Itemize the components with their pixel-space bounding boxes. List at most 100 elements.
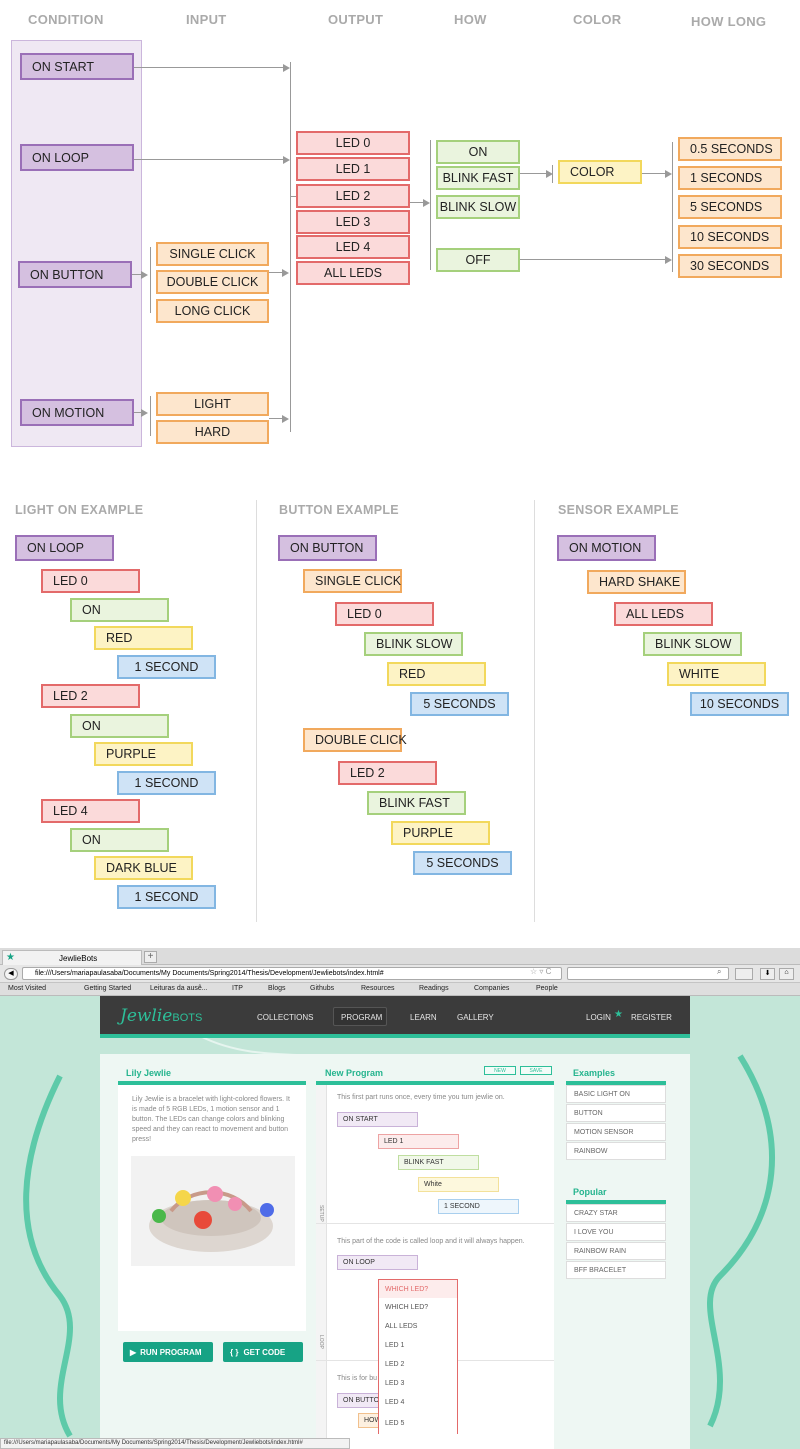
- block-white[interactable]: White: [418, 1177, 499, 1192]
- light-ex-dark-blue: DARK BLUE: [94, 856, 193, 880]
- light-ex-purple: PURPLE: [94, 742, 193, 766]
- popular-i-love-you[interactable]: I LOVE YOU: [566, 1223, 666, 1241]
- connector: [134, 159, 284, 160]
- button-ex-led-2: LED 2: [338, 761, 437, 785]
- search-input[interactable]: [567, 967, 729, 980]
- block-on-start[interactable]: ON START: [337, 1112, 418, 1127]
- connector: [552, 165, 553, 183]
- output-all-leds: ALL LEDS: [296, 261, 410, 285]
- save-button[interactable]: SAVE: [520, 1066, 552, 1075]
- example-rainbow[interactable]: RAINBOW: [566, 1142, 666, 1160]
- connector: [642, 173, 666, 174]
- dropdown-option[interactable]: WHICH LED?: [378, 1298, 458, 1317]
- block-blink-fast[interactable]: BLINK FAST: [398, 1155, 479, 1170]
- bookmark-item[interactable]: Resources: [361, 985, 395, 992]
- button-ex-red: RED: [387, 662, 486, 686]
- back-icon[interactable]: ◀: [4, 968, 18, 980]
- bookmark-item[interactable]: Leituras da ausê...: [150, 985, 208, 992]
- light-ex-on: ON: [70, 598, 169, 622]
- connector: [132, 274, 142, 275]
- dropdown-option[interactable]: LED 3: [378, 1374, 458, 1393]
- connector: [134, 67, 284, 68]
- header-how: HOW: [454, 12, 487, 27]
- bookmark-item[interactable]: Most Visited: [8, 985, 46, 992]
- search-icon[interactable]: ⌕: [717, 967, 722, 976]
- register-link[interactable]: REGISTER: [631, 1013, 672, 1022]
- bookmark-item[interactable]: Blogs: [268, 985, 286, 992]
- arrow: [282, 269, 289, 277]
- example-divider: [256, 500, 257, 922]
- new-button[interactable]: NEW: [484, 1066, 516, 1075]
- teal-rule: [566, 1200, 666, 1204]
- url-input[interactable]: file:///Users/mariapaulasaba/Documents/M…: [22, 967, 562, 980]
- example-button[interactable]: BUTTON: [566, 1104, 666, 1122]
- browser-tab[interactable]: ★ JewlieBots: [2, 950, 142, 965]
- dropdown-option[interactable]: LED 4: [378, 1393, 458, 1412]
- nav-learn[interactable]: LEARN: [410, 1013, 437, 1022]
- bookmark-star-icon[interactable]: ☆ ▿ C: [530, 967, 552, 976]
- button-ex-5-seconds: 5 SECONDS: [413, 851, 512, 875]
- arrow: [423, 199, 430, 207]
- example-divider: [534, 500, 535, 922]
- dropdown-option[interactable]: LED 5: [378, 1412, 458, 1434]
- download-icon[interactable]: ⬇: [760, 968, 775, 980]
- popular-title: Popular: [573, 1187, 607, 1197]
- jewliebots-page: JewlieBOTS COLLECTIONS PROGRAM LEARN GAL…: [0, 996, 800, 1449]
- setup-text: This first part runs once, every time yo…: [337, 1094, 505, 1101]
- duration-0-5: 0.5 SECONDS: [678, 137, 782, 161]
- bookmark-item[interactable]: Githubs: [310, 985, 335, 992]
- how-on: ON: [436, 140, 520, 164]
- header-condition: CONDITION: [28, 12, 104, 27]
- which-led-dropdown[interactable]: WHICH LED?: [378, 1279, 458, 1298]
- button-ex-blink-slow: BLINK SLOW: [364, 632, 463, 656]
- example-motion-sensor[interactable]: MOTION SENSOR: [566, 1123, 666, 1141]
- new-tab-button[interactable]: +: [144, 951, 157, 963]
- light-ex-1-second: 1 SECOND: [117, 885, 216, 909]
- connector: [150, 396, 151, 436]
- nav-collections[interactable]: COLLECTIONS: [257, 1013, 314, 1022]
- home-icon[interactable]: ⌂: [779, 968, 794, 980]
- example-basic-light-on[interactable]: BASIC LIGHT ON: [566, 1085, 666, 1103]
- nav-program[interactable]: PROGRAM: [341, 1013, 383, 1022]
- nav-gallery[interactable]: GALLERY: [457, 1013, 494, 1022]
- run-program-button[interactable]: ▶RUN PROGRAM: [123, 1342, 213, 1362]
- loop-label: LOOP: [318, 1335, 324, 1349]
- connector: [672, 142, 673, 272]
- dropdown-option[interactable]: LED 2: [378, 1355, 458, 1374]
- bookmark-item[interactable]: Readings: [419, 985, 449, 992]
- get-code-button[interactable]: { }GET CODE: [223, 1342, 303, 1362]
- bookmark-item[interactable]: Companies: [474, 985, 510, 992]
- login-link[interactable]: LOGIN: [586, 1013, 611, 1022]
- header-input: INPUT: [186, 12, 227, 27]
- sensor-ex-10-seconds: 10 SECONDS: [690, 692, 789, 716]
- sensor-ex-all-leds: ALL LEDS: [614, 602, 713, 626]
- light-ex-on: ON: [70, 828, 169, 852]
- bookmark-item[interactable]: ITP: [232, 985, 243, 992]
- menu-icon[interactable]: [735, 968, 753, 980]
- popular-rainbow-rain[interactable]: RAINBOW RAIN: [566, 1242, 666, 1260]
- block-1-second[interactable]: 1 SECOND: [438, 1199, 519, 1214]
- address-bar-row: ◀ file:///Users/mariapaulasaba/Documents…: [0, 965, 800, 983]
- block-on-button[interactable]: ON BUTTO: [337, 1393, 382, 1408]
- lily-desc: Lily Jewlie is a bracelet with light-col…: [132, 1096, 290, 1143]
- bookmark-item[interactable]: People: [536, 985, 558, 992]
- arrow: [546, 170, 553, 178]
- dropdown-option[interactable]: LED 1: [378, 1336, 458, 1355]
- input-hard: HARD: [156, 420, 269, 444]
- logo[interactable]: JewlieBOTS: [120, 1006, 202, 1026]
- block-led-1[interactable]: LED 1: [378, 1134, 459, 1149]
- button-ex-led-0: LED 0: [335, 602, 434, 626]
- popular-bff-bracelet[interactable]: BFF BRACELET: [566, 1261, 666, 1279]
- light-ex-1-second: 1 SECOND: [117, 771, 216, 795]
- teal-rule: [316, 1081, 554, 1085]
- sensor-ex-white: WHITE: [667, 662, 766, 686]
- block-on-loop[interactable]: ON LOOP: [337, 1255, 418, 1270]
- dropdown-option[interactable]: ALL LEDS: [378, 1317, 458, 1336]
- popular-crazy-star[interactable]: CRAZY STAR: [566, 1204, 666, 1222]
- status-bar: file:///Users/mariapaulasaba/Documents/M…: [0, 1438, 350, 1449]
- bookmark-item[interactable]: Getting Started: [84, 985, 132, 992]
- button-example-title: BUTTON EXAMPLE: [279, 503, 399, 517]
- input-long-click: LONG CLICK: [156, 299, 269, 323]
- third-text: This is for bu: [337, 1375, 378, 1382]
- color-box: COLOR: [558, 160, 642, 184]
